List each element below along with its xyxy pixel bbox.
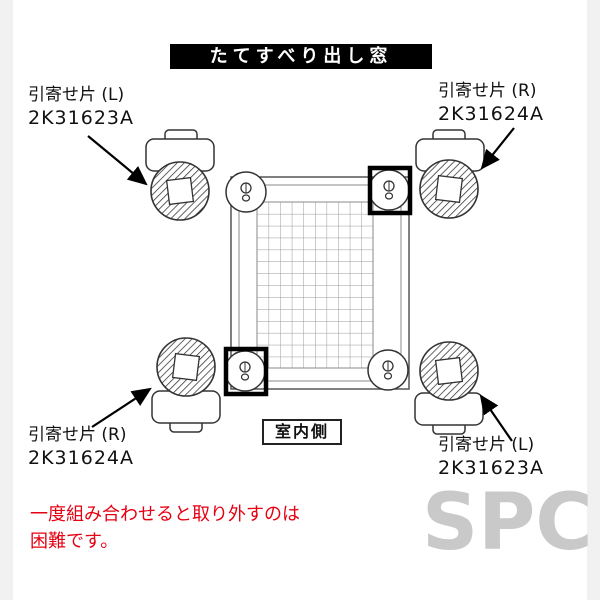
part-number: 2K31624A — [28, 447, 134, 469]
window-mesh — [256, 201, 374, 369]
fastener-bottom-left — [224, 350, 266, 392]
title-banner: たてすべり出し窓 — [170, 44, 432, 69]
part-name: 引寄せ片 (R) — [438, 81, 537, 101]
part-illustration-top-left — [145, 129, 215, 221]
part-illustration-bottom-right — [414, 341, 484, 435]
part-label-top-right: 引寄せ片 (R) 2K31624A — [438, 80, 544, 126]
part-number: 2K31623A — [438, 457, 544, 479]
highlight-box-top-right — [367, 165, 413, 216]
fastener-top-right — [368, 169, 410, 211]
arrow-bottom-right — [479, 394, 513, 442]
fastener-bottom-right — [367, 349, 409, 391]
part-label-bottom-right: 引寄せ片 (L) 2K31623A — [438, 434, 544, 480]
window-frame — [230, 176, 410, 390]
fastener-top-left — [225, 171, 267, 213]
arrow-top-right — [480, 127, 515, 170]
warning-note: 一度組み合わせると取り外すのは 困難です。 — [30, 501, 300, 555]
part-number: 2K31623A — [28, 107, 134, 129]
part-illustration-top-right — [415, 129, 485, 219]
highlight-box-bottom-left — [223, 346, 269, 397]
indoor-side-label: 室内側 — [262, 419, 342, 445]
part-number: 2K31624A — [438, 103, 544, 125]
warning-note-line1: 一度組み合わせると取り外すのは — [30, 504, 300, 525]
part-label-bottom-left: 引寄せ片 (R) 2K31624A — [28, 424, 134, 470]
callout-arrows — [87, 127, 515, 442]
part-name: 引寄せ片 (R) — [28, 425, 127, 445]
arrow-bottom-left — [91, 387, 152, 428]
right-margin-band — [587, 0, 600, 600]
spc-watermark: SPC — [422, 478, 593, 568]
part-illustration-bottom-left — [151, 337, 221, 433]
arrow-top-left — [87, 135, 148, 186]
warning-note-line2: 困難です。 — [30, 531, 119, 552]
part-name: 引寄せ片 (L) — [438, 435, 535, 455]
corner-fasteners — [224, 169, 410, 392]
part-label-top-left: 引寄せ片 (L) 2K31623A — [28, 84, 134, 130]
left-margin-band — [0, 0, 13, 600]
part-name: 引寄せ片 (L) — [28, 85, 125, 105]
